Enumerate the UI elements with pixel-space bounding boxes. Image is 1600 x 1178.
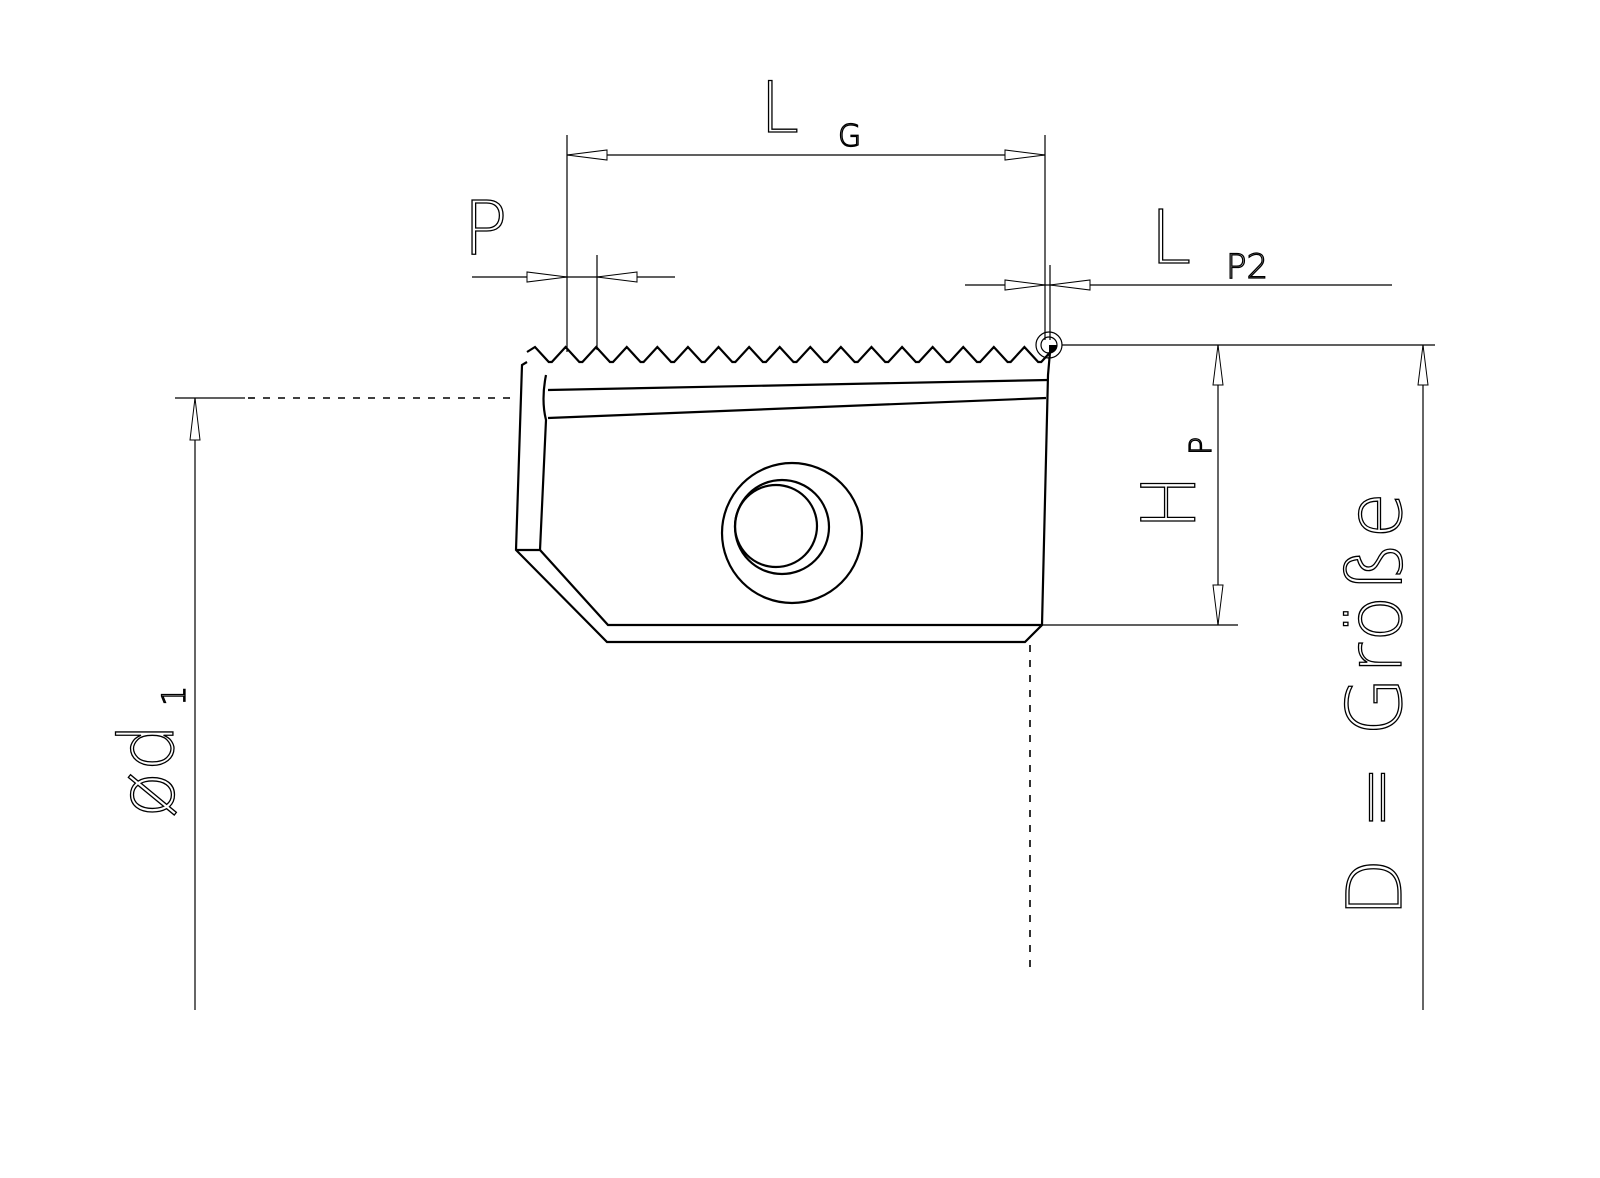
d-label: D = Größe — [1330, 492, 1419, 917]
dimension-lp2: L P2 — [965, 194, 1392, 340]
p-label: P — [463, 186, 508, 272]
dimension-p: P — [462, 185, 675, 350]
dimension-d1: ød 1 — [101, 397, 515, 1010]
lp2-subscript: P2 — [1226, 247, 1268, 287]
insert-body — [514, 331, 1063, 644]
d1-subscript: 1 — [155, 686, 193, 706]
thread-teeth — [526, 345, 1056, 364]
d1-label: ød — [102, 723, 191, 818]
hole-bore — [733, 483, 819, 569]
hole-outer — [720, 461, 864, 605]
dimension-lg: L G — [566, 66, 1046, 352]
dimension-d: D = Größe — [1329, 344, 1429, 1010]
hp-label: H — [1127, 474, 1213, 530]
lg-subscript: G — [838, 119, 861, 154]
lp2-label: L — [1150, 195, 1191, 281]
lg-label: L — [760, 67, 799, 149]
hp-subscript: P — [1184, 437, 1219, 455]
dimension-hp: H P — [1040, 344, 1435, 626]
